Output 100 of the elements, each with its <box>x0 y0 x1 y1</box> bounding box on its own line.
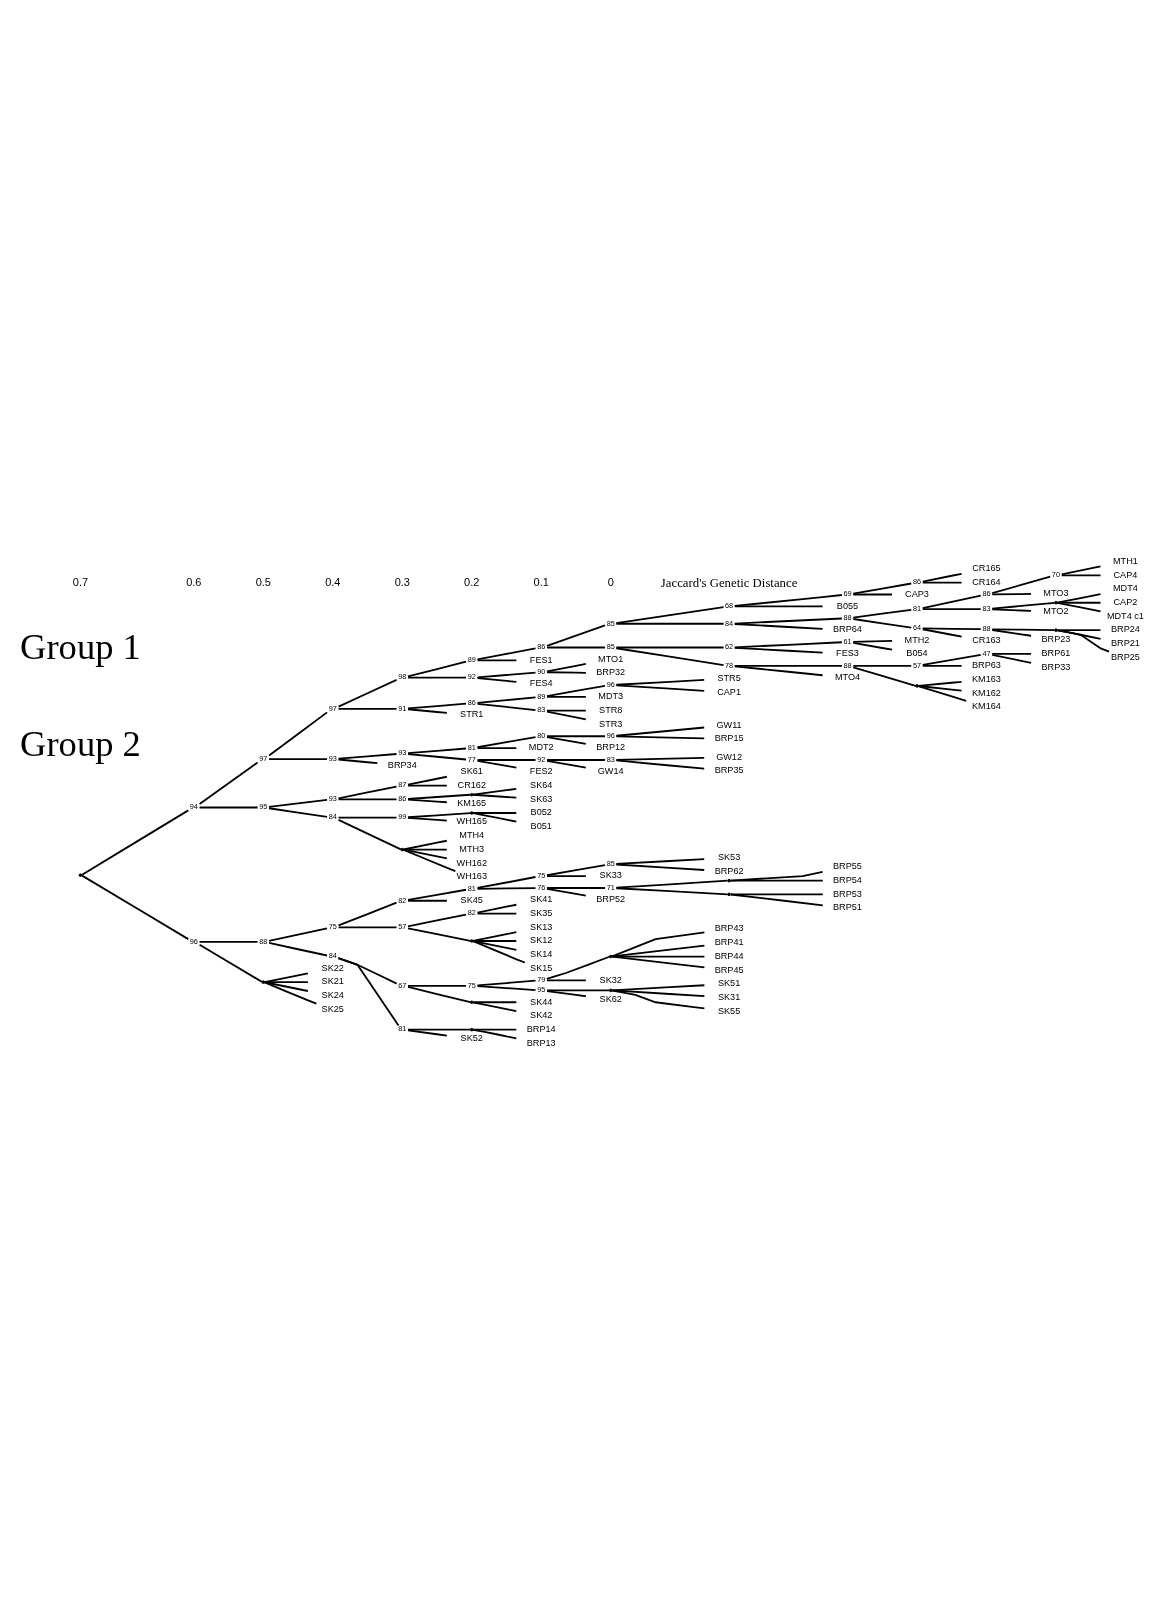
node-text: STR3 <box>599 718 623 729</box>
node-text: MTH4 <box>459 829 485 840</box>
node-text: BRP63 <box>972 659 1001 670</box>
node-text: SK51 <box>717 977 741 988</box>
node-text: MTH1 <box>1113 555 1138 566</box>
node-label: 89 <box>537 691 546 701</box>
connector <box>611 944 706 957</box>
connector <box>268 798 328 808</box>
node-label: 81 <box>467 883 476 893</box>
connector <box>476 912 518 914</box>
node-text: FES3 <box>836 647 859 658</box>
node-text: SK52 <box>460 1032 483 1043</box>
node-text: CR162 <box>457 779 486 790</box>
connector <box>476 903 518 913</box>
node-label: 94 <box>189 801 198 811</box>
connector <box>729 892 824 895</box>
node-label: 97 <box>259 753 268 763</box>
connector <box>615 726 706 737</box>
node-label: 77 <box>467 754 476 764</box>
connector <box>991 628 1032 637</box>
node-text: GW11 <box>716 719 742 730</box>
connector <box>1056 601 1102 612</box>
connector <box>733 664 843 667</box>
node-text: FES4 <box>529 677 553 688</box>
connector <box>615 683 706 692</box>
connector <box>852 608 913 619</box>
node-point <box>608 988 613 992</box>
node-label: 47 <box>982 648 991 658</box>
connector <box>407 702 467 709</box>
connector <box>917 684 968 702</box>
connector <box>852 582 913 595</box>
node-text: GW14 <box>597 765 624 776</box>
connector <box>268 710 328 756</box>
node-label: 57 <box>912 660 922 670</box>
connector <box>407 676 467 679</box>
node-text: SK25 <box>321 1003 344 1014</box>
node-text: MTO3 <box>1043 587 1069 598</box>
connector <box>546 887 587 897</box>
connector <box>476 676 518 683</box>
node-point <box>261 979 266 984</box>
connector <box>546 758 606 761</box>
node-text: KM163 <box>972 673 1001 684</box>
connector <box>546 624 606 647</box>
node-label: 99 <box>398 811 407 821</box>
connector <box>476 746 518 749</box>
connector <box>546 670 587 674</box>
connector <box>921 664 963 667</box>
node-text: BRP55 <box>833 860 862 871</box>
node-label: 84 <box>328 811 337 821</box>
node-label: 78 <box>725 660 734 670</box>
connector <box>407 784 448 786</box>
node-label: 86 <box>398 793 407 803</box>
connector <box>546 735 587 745</box>
connector <box>268 926 328 942</box>
connector <box>615 863 706 871</box>
node-text: KM165 <box>457 797 487 808</box>
connector <box>472 793 518 799</box>
connector <box>407 888 467 901</box>
connector <box>1056 592 1102 604</box>
connector <box>546 709 587 712</box>
connector <box>337 797 398 800</box>
connector <box>407 811 472 818</box>
node-label: 90 <box>537 666 546 676</box>
node-text: KM162 <box>972 687 1001 698</box>
node-label: 85 <box>606 618 615 627</box>
connector <box>407 660 467 677</box>
connector <box>472 939 518 942</box>
node-label: 62 <box>725 641 734 651</box>
node-label: 81 <box>398 1023 407 1033</box>
node-text: SK14 <box>530 948 553 959</box>
node-label: 88 <box>843 612 852 622</box>
node-point <box>1054 627 1058 632</box>
connector <box>407 816 448 821</box>
node-label: 96 <box>606 679 615 689</box>
connector <box>546 684 606 697</box>
connector <box>81 808 190 876</box>
node-text: BRP13 <box>526 1037 556 1048</box>
connector <box>546 662 587 672</box>
node-text: SK33 <box>599 869 622 880</box>
connector <box>546 734 606 737</box>
connector <box>615 886 729 895</box>
connector <box>476 671 537 678</box>
connector <box>546 863 606 876</box>
connector <box>407 707 448 714</box>
connector <box>263 971 309 983</box>
node-text: BRP21 <box>1110 637 1140 648</box>
connector <box>852 593 893 595</box>
node-text: SK53 <box>717 851 741 862</box>
node-label: 83 <box>982 603 991 613</box>
label: 0.4 <box>325 575 341 588</box>
connector <box>546 695 587 698</box>
node-label: 83 <box>606 754 615 764</box>
connector <box>733 593 843 607</box>
connector <box>611 931 706 957</box>
node-text: BRP34 <box>387 759 417 770</box>
node-point <box>915 683 919 688</box>
connector <box>472 1000 518 1003</box>
node-text: CR165 <box>972 562 1001 573</box>
node-label: 64 <box>912 622 922 632</box>
connector <box>546 988 611 991</box>
